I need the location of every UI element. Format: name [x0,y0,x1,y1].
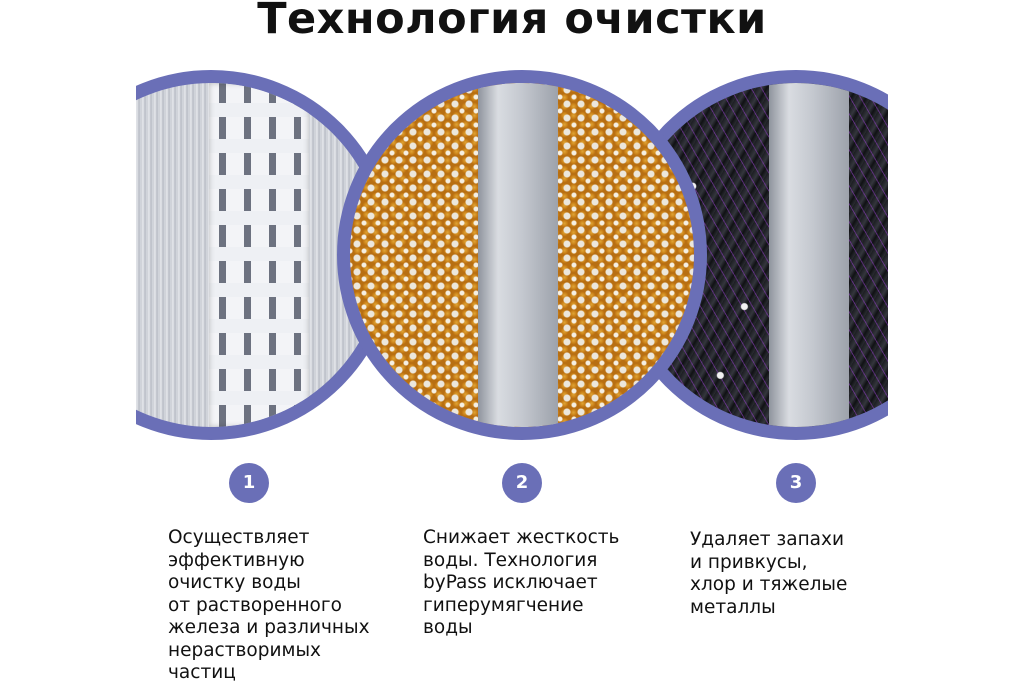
page-title: Технология очистки [257,0,767,44]
stage-1-badge: 1 [229,463,269,503]
stage-2-description: Снижает жесткость воды. Технология byPas… [423,527,620,638]
carbon-core [769,83,849,427]
filter-illustrations [136,0,888,682]
mesh-core [209,83,309,427]
stage-3-badge: 3 [776,463,816,503]
resin-core [478,83,558,427]
stage-3-description: Удаляет запахи и привкусы, хлор и тяжелы… [690,529,848,618]
stage-2-circle [337,70,707,440]
stage-1-description: Осуществляет эффективную очистку воды от… [168,527,370,683]
stage-2-badge: 2 [502,463,542,503]
